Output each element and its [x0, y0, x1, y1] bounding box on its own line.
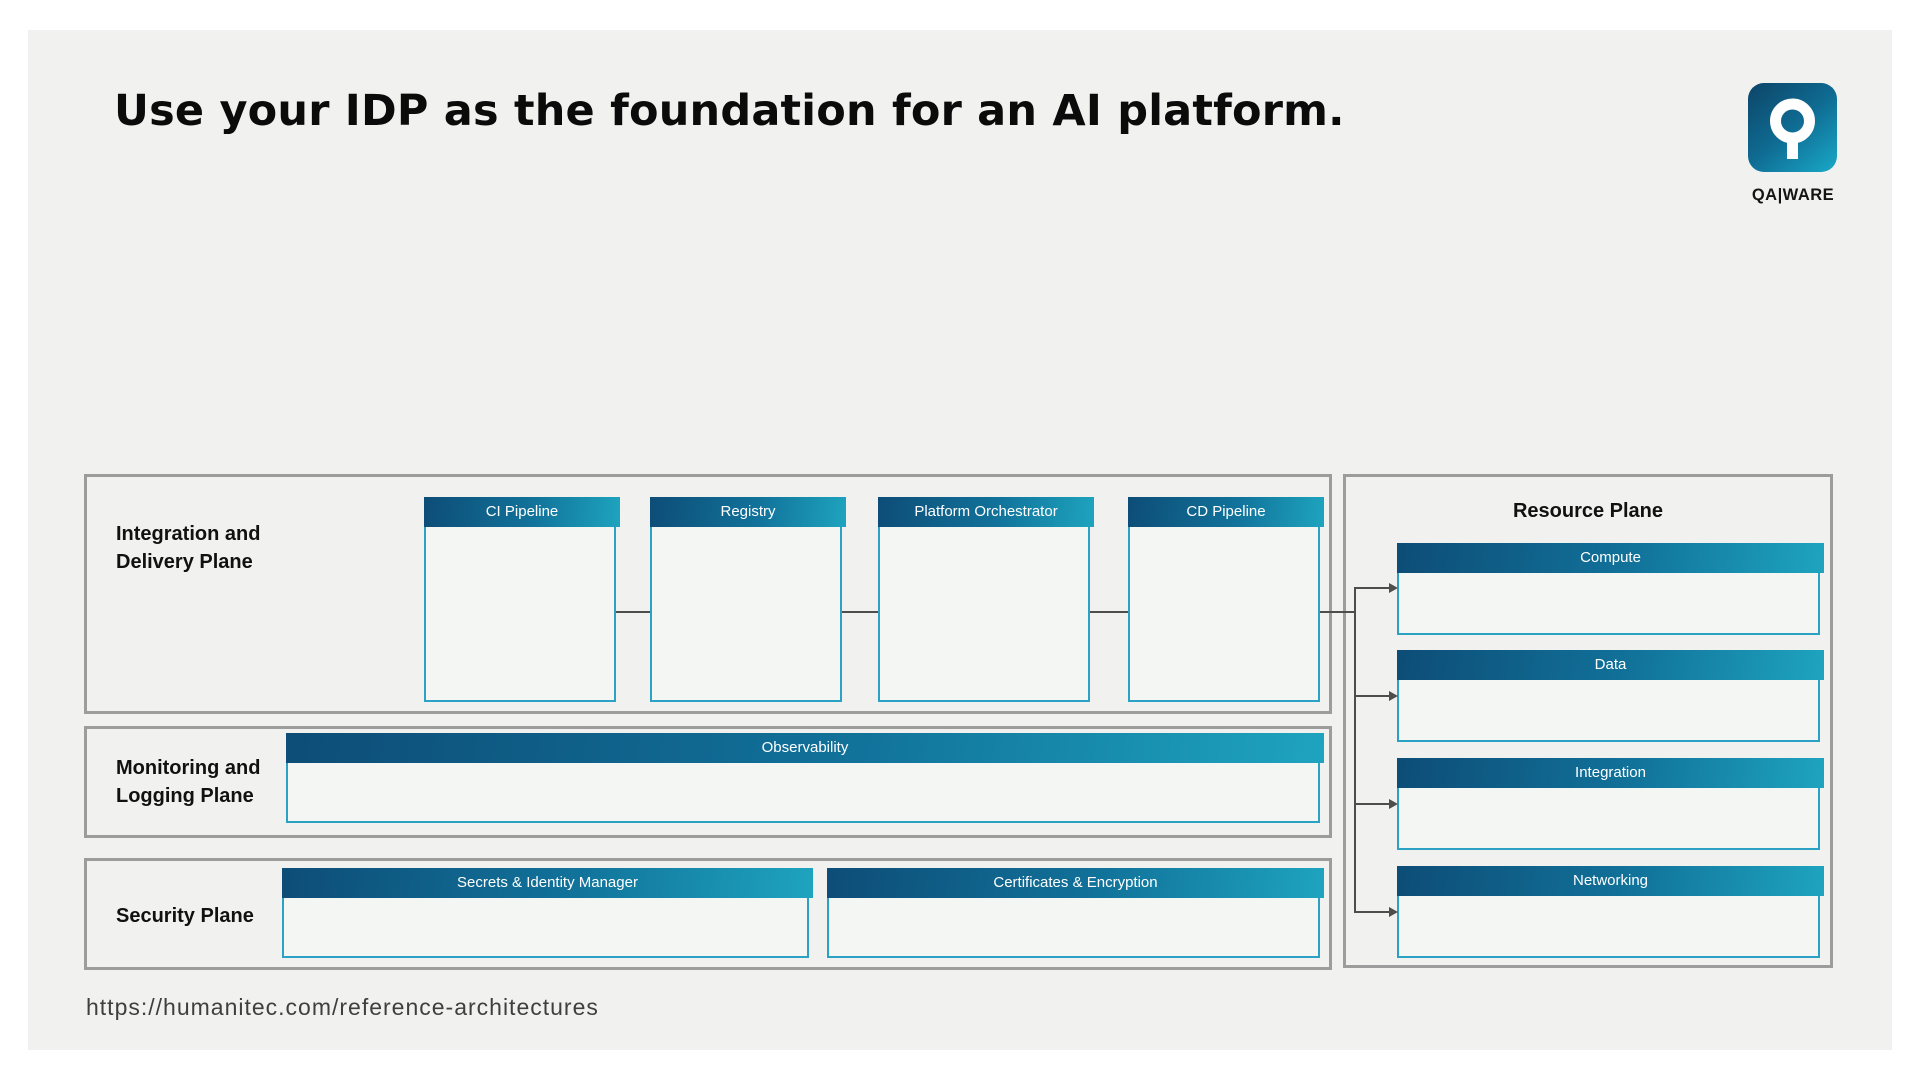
component-box-secrets-identity-manager: Secrets & Identity Manager — [282, 868, 813, 958]
connector-resource-trunk — [1354, 587, 1356, 913]
connector-branch-networking — [1354, 911, 1390, 913]
plane-label-line1: Monitoring and — [116, 757, 261, 779]
connector-registry-orchestrator — [842, 611, 878, 613]
plane-title-resource: Resource Plane — [1512, 500, 1664, 522]
plane-label-line1: Integration and — [116, 523, 261, 545]
plane-label-line2: Delivery Plane — [116, 551, 253, 573]
qaware-logo-text: QA|WARE — [1751, 186, 1835, 204]
plane-label-security: Security Plane — [116, 902, 254, 930]
connector-orchestrator-cd — [1090, 611, 1128, 613]
connector-branch-compute — [1354, 587, 1390, 589]
component-box-header: Certificates & Encryption — [827, 868, 1324, 898]
connector-branch-data — [1354, 695, 1390, 697]
component-box-cd-pipeline: CD Pipeline — [1128, 497, 1324, 702]
qaware-logo — [1748, 83, 1837, 172]
arrowhead-data — [1389, 691, 1398, 701]
arrowhead-integration — [1389, 799, 1398, 809]
plane-label-line2: Logging Plane — [116, 785, 254, 807]
connector-branch-integration — [1354, 803, 1390, 805]
connector-ci-registry — [616, 611, 650, 613]
component-box-networking: Networking — [1397, 866, 1824, 958]
component-box-header: Data — [1397, 650, 1824, 680]
component-box-header: CI Pipeline — [424, 497, 620, 527]
page-title: Use your IDP as the foundation for an AI… — [114, 86, 1345, 136]
component-box-header: CD Pipeline — [1128, 497, 1324, 527]
component-box-ci-pipeline: CI Pipeline — [424, 497, 620, 702]
plane-label-line1: Security Plane — [116, 905, 254, 927]
component-box-data: Data — [1397, 650, 1824, 742]
component-box-registry: Registry — [650, 497, 846, 702]
footer-url: https://humanitec.com/reference-architec… — [86, 994, 599, 1020]
component-box-compute: Compute — [1397, 543, 1824, 635]
plane-label-integration-delivery: Integration and Delivery Plane — [116, 520, 260, 576]
plane-label-monitoring-logging: Monitoring and Logging Plane — [116, 754, 260, 810]
component-box-header: Networking — [1397, 866, 1824, 896]
component-box-header: Compute — [1397, 543, 1824, 573]
connector-cd-resource-feed — [1320, 611, 1356, 613]
component-box-header: Observability — [286, 733, 1324, 763]
component-box-observability: Observability — [286, 733, 1324, 823]
component-box-header: Integration — [1397, 758, 1824, 788]
component-box-header: Platform Orchestrator — [878, 497, 1094, 527]
component-box-integration: Integration — [1397, 758, 1824, 850]
component-box-header: Secrets & Identity Manager — [282, 868, 813, 898]
component-box-header: Registry — [650, 497, 846, 527]
component-box-certificates-encryption: Certificates & Encryption — [827, 868, 1324, 958]
component-box-platform-orchestrator: Platform Orchestrator — [878, 497, 1094, 702]
arrowhead-networking — [1389, 907, 1398, 917]
qaware-q-icon — [1770, 98, 1815, 159]
arrowhead-compute — [1389, 583, 1398, 593]
